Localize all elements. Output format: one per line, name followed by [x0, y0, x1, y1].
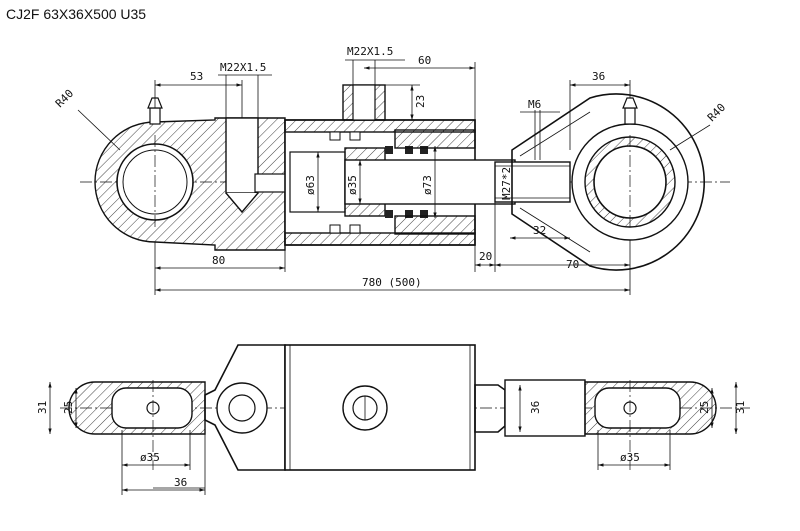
- oil-port-top: [342, 84, 386, 121]
- dim-phi35-bl: ø35: [140, 451, 160, 464]
- dimension-lines: [77, 59, 711, 295]
- grease-nipple-right: [622, 97, 638, 125]
- section-view: 53 M22X1.5 M22X1.5 60 36 R40 R40 23 M6 ø…: [53, 45, 730, 295]
- dim-36-side: 36: [529, 401, 542, 414]
- dim-780: 780 (500): [362, 276, 422, 289]
- dim-phi73: ø73: [421, 175, 434, 195]
- right-clevis: [511, 93, 705, 271]
- dim-36-bl: 36: [174, 476, 187, 489]
- dim-m27: M27*2: [500, 167, 513, 200]
- dim-60: 60: [418, 54, 431, 67]
- dim-r40-left: R40: [53, 87, 76, 110]
- gland-top: [394, 129, 476, 149]
- dim-25-right: 25: [698, 401, 711, 414]
- rod-thread: [494, 161, 571, 203]
- dim-phi63: ø63: [304, 175, 317, 195]
- piston-rod: [344, 159, 516, 205]
- rod-end-side: [504, 379, 586, 437]
- dim-r40-right: R40: [705, 101, 728, 124]
- seals: [329, 131, 428, 234]
- dim-36-top: 36: [592, 70, 605, 83]
- gland-bottom: [394, 215, 476, 235]
- oil-port-left: [225, 117, 288, 214]
- side-dimension-lines: [48, 382, 738, 495]
- side-view: 31 25 36 25 31 ø35 36 ø35: [36, 344, 750, 495]
- dim-m22-top: M22X1.5: [347, 45, 393, 58]
- dim-23: 23: [414, 95, 427, 108]
- dim-31-left: 31: [36, 401, 49, 414]
- dim-53: 53: [190, 70, 203, 83]
- dim-phi35-br: ø35: [620, 451, 640, 464]
- dim-m22-left: M22X1.5: [220, 61, 266, 74]
- dim-80: 80: [212, 254, 225, 267]
- dim-20: 20: [479, 250, 492, 263]
- dim-31-right: 31: [734, 401, 747, 414]
- dim-32: 32: [533, 224, 546, 237]
- dim-m6: M6: [528, 98, 541, 111]
- dim-25-left: 25: [62, 401, 75, 414]
- dim-70: 70: [566, 258, 579, 271]
- drawing-title: CJ2F 63X36X500 U35: [6, 6, 147, 22]
- dim-phi35-rod: ø35: [346, 175, 359, 195]
